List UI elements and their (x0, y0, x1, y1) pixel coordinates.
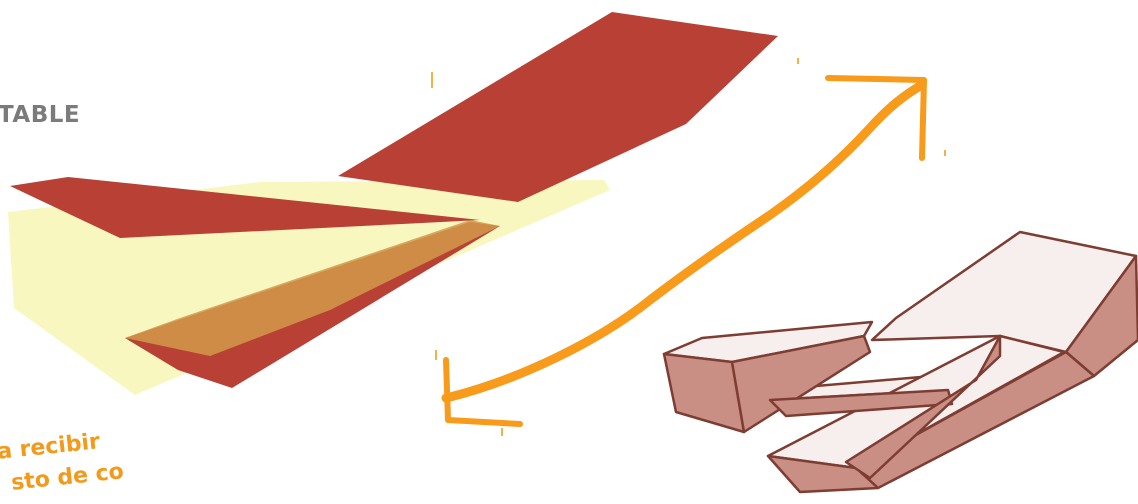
slab-upper-panel (338, 12, 778, 202)
table-heading: TABLE (0, 102, 80, 128)
sketch-slab (664, 232, 1138, 492)
